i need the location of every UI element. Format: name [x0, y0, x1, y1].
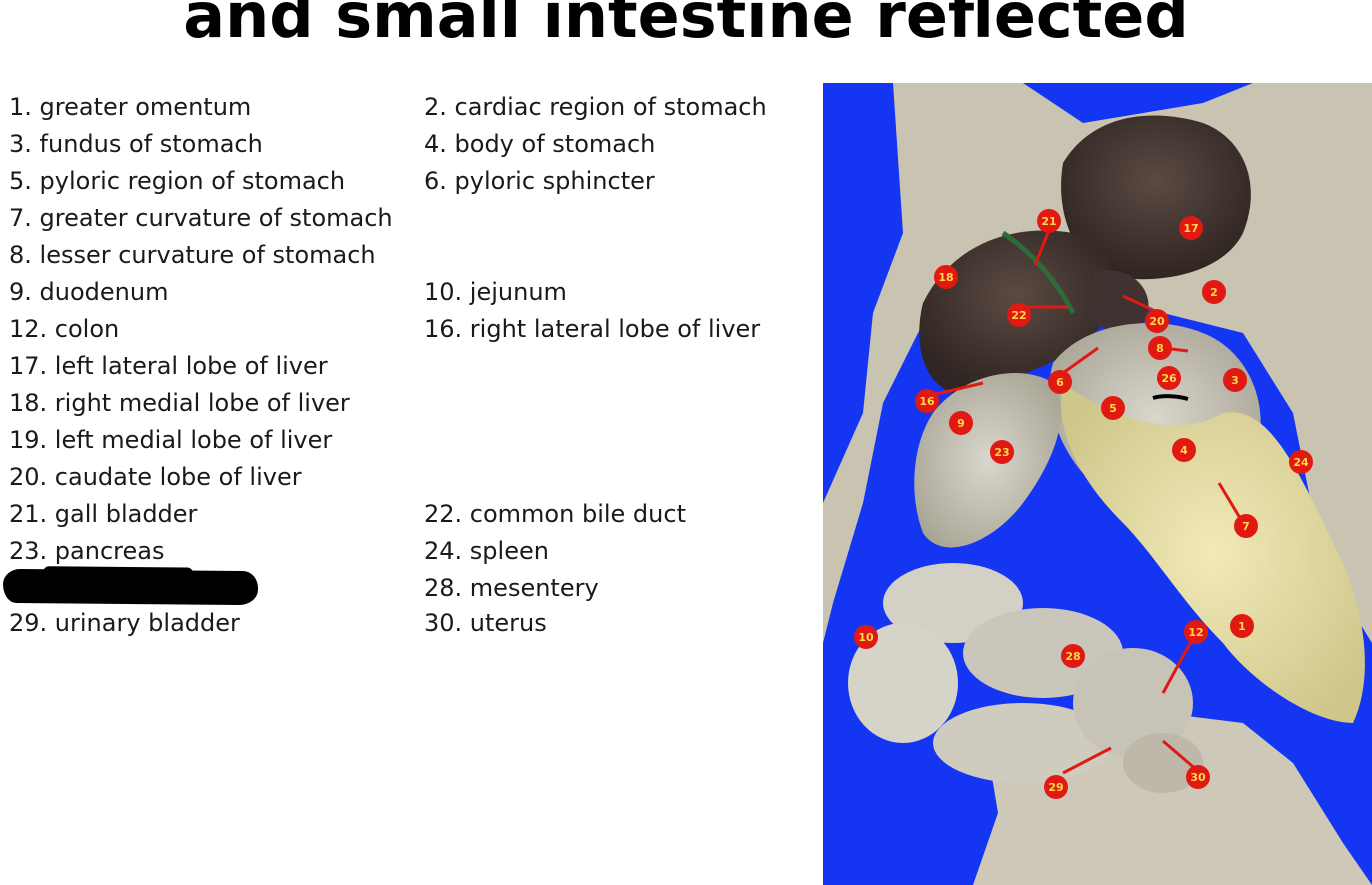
marker-4: 4: [1172, 438, 1196, 462]
svg-text:20: 20: [1149, 315, 1165, 328]
marker-22: 22: [1007, 303, 1031, 327]
svg-text:18: 18: [938, 271, 953, 284]
marker-16: 16: [915, 389, 939, 413]
legend-item-left-medial-lobe: 19. left medial lobe of liver: [9, 426, 333, 454]
marker-12: 12: [1184, 620, 1208, 644]
marker-18: 18: [934, 265, 958, 289]
legend-item-right-medial-lobe: 18. right medial lobe of liver: [9, 389, 350, 417]
marker-28: 28: [1061, 644, 1085, 668]
pancreas-mark: [1152, 394, 1189, 401]
legend-item-urinary-bladder: 29. urinary bladder: [9, 609, 240, 637]
svg-text:2: 2: [1210, 286, 1218, 299]
legend-item-common-bile-duct: 22. common bile duct: [424, 500, 686, 528]
svg-text:10: 10: [858, 631, 874, 644]
legend-item-right-lateral-lobe: 16. right lateral lobe of liver: [424, 315, 761, 343]
marker-29: 29: [1044, 775, 1068, 799]
marker-30: 30: [1186, 765, 1210, 789]
legend-item-greater-curvature: 7. greater curvature of stomach: [9, 204, 393, 232]
intestine-loop-5: [1073, 648, 1193, 758]
legend-item-pancreas: 23. pancreas: [9, 537, 165, 565]
legend-item-fundus-of-stomach: 3. fundus of stomach: [9, 130, 263, 158]
marker-6: 6: [1048, 370, 1072, 394]
svg-text:29: 29: [1048, 781, 1063, 794]
legend-item-duodenum: 9. duodenum: [9, 278, 169, 306]
legend-item-pyloric-sphincter: 6. pyloric sphincter: [424, 167, 655, 195]
legend-item-caudate-lobe: 20. caudate lobe of liver: [9, 463, 302, 491]
intestine-loop-4: [933, 703, 1113, 783]
marker-20: 20: [1145, 309, 1169, 333]
legend-item-cardiac-region: 2. cardiac region of stomach: [424, 93, 767, 121]
liver-left-lateral-lobe: [1061, 115, 1251, 280]
svg-text:9: 9: [957, 417, 965, 430]
marker-23: 23: [990, 440, 1014, 464]
pointer-arrows: [927, 232, 1245, 775]
redaction-mark: [2, 568, 259, 606]
marker-9: 9: [949, 411, 973, 435]
svg-text:22: 22: [1011, 309, 1026, 322]
colon: [1123, 733, 1203, 793]
marker-21: 21: [1037, 209, 1061, 233]
marker-7: 7: [1234, 514, 1258, 538]
marker-5: 5: [1101, 396, 1125, 420]
marker-24: 24: [1289, 450, 1313, 474]
bile-duct-green: [1001, 230, 1076, 315]
marker-26: 26: [1157, 366, 1181, 390]
svg-text:7: 7: [1242, 520, 1250, 533]
marker-8: 8: [1148, 336, 1172, 360]
legend-item-lesser-curvature: 8. lesser curvature of stomach: [9, 241, 376, 269]
liver-caudate: [1091, 270, 1149, 333]
svg-text:28: 28: [1065, 650, 1080, 663]
legend-item-mesentery: 28. mesentery: [424, 574, 599, 602]
legend-item-uterus: 30. uterus: [424, 609, 547, 637]
legend-item-body-of-stomach: 4. body of stomach: [424, 130, 656, 158]
svg-text:21: 21: [1041, 215, 1056, 228]
legend-item-gall-bladder: 21. gall bladder: [9, 500, 198, 528]
svg-text:16: 16: [919, 395, 935, 408]
dissection-photo: 21 17 18 2 22 20 8 26 3 6 16 5 9 23 4 24…: [823, 83, 1372, 885]
marker-17: 17: [1179, 216, 1203, 240]
svg-text:6: 6: [1056, 376, 1064, 389]
marker-2: 2: [1202, 280, 1226, 304]
legend-item-greater-omentum: 1. greater omentum: [9, 93, 252, 121]
marker-1: 1: [1230, 614, 1254, 638]
svg-text:12: 12: [1188, 626, 1203, 639]
legend-item-left-lateral-lobe: 17. left lateral lobe of liver: [9, 352, 328, 380]
marker-3: 3: [1223, 368, 1247, 392]
svg-text:8: 8: [1156, 342, 1164, 355]
svg-text:24: 24: [1293, 456, 1309, 469]
legend-item-jejunum: 10. jejunum: [424, 278, 567, 306]
svg-text:4: 4: [1180, 444, 1188, 457]
legend-item-colon: 12. colon: [9, 315, 120, 343]
slide-title: and small intestine reflected: [183, 0, 1189, 52]
svg-text:30: 30: [1190, 771, 1206, 784]
svg-text:3: 3: [1231, 374, 1239, 387]
greater-omentum: [1061, 383, 1365, 723]
legend-item-pyloric-region: 5. pyloric region of stomach: [9, 167, 346, 195]
intestine-loop-3: [848, 623, 958, 743]
svg-text:5: 5: [1109, 402, 1117, 415]
svg-text:1: 1: [1238, 620, 1246, 633]
svg-text:26: 26: [1161, 372, 1177, 385]
svg-text:23: 23: [994, 446, 1009, 459]
marker-10: 10: [854, 625, 878, 649]
svg-text:17: 17: [1183, 222, 1198, 235]
legend-item-spleen: 24. spleen: [424, 537, 549, 565]
